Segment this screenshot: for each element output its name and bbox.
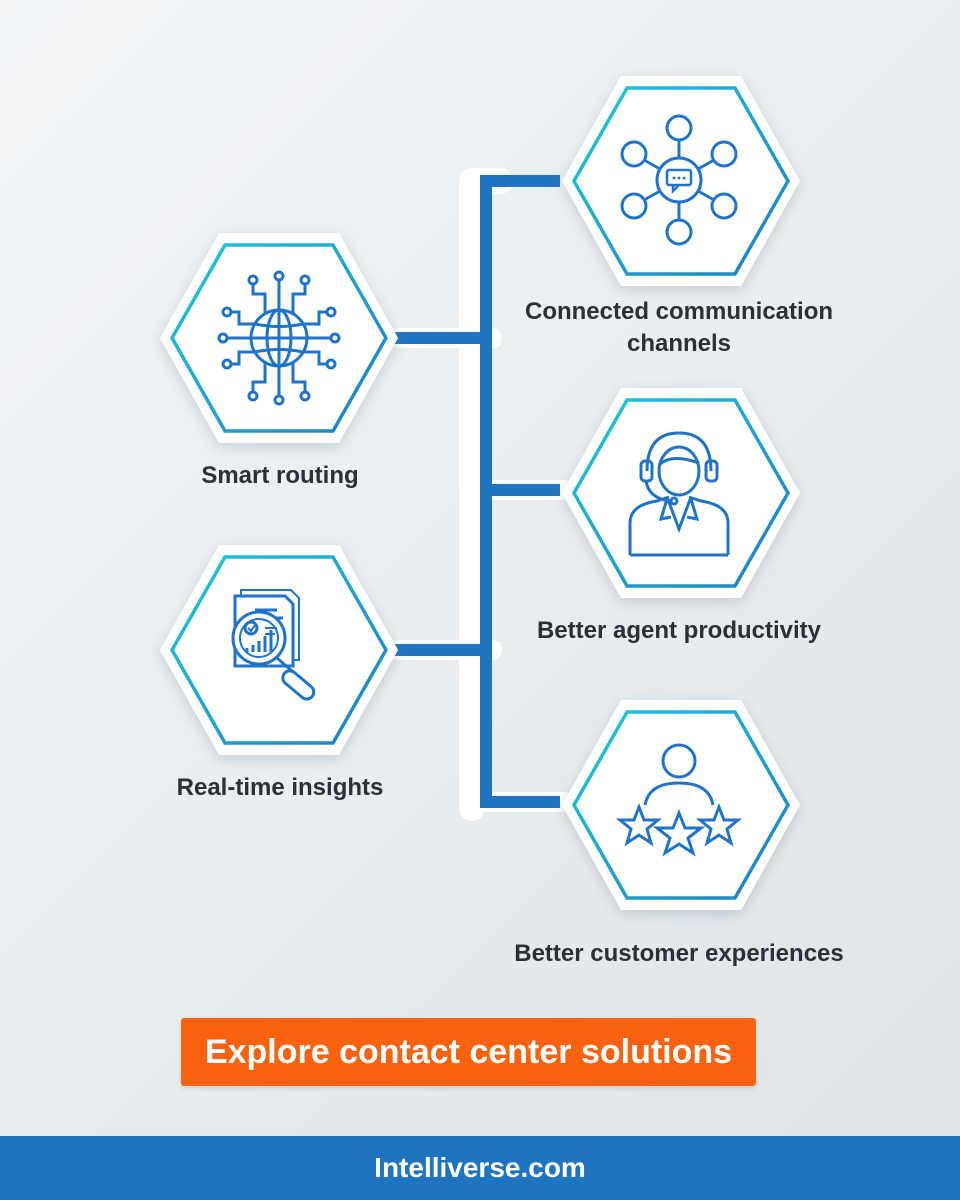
label-customer-experiences: Better customer experiences — [514, 940, 844, 967]
node-customer-experiences — [562, 700, 800, 910]
connector-lines — [390, 168, 575, 821]
footer-bar: Intelliverse.com — [0, 1136, 960, 1200]
chat-hub-network-icon — [620, 114, 738, 246]
report-magnifier-icon — [231, 589, 316, 701]
label-realtime-insights: Real-time insights — [176, 774, 384, 801]
label-smart-routing: Smart routing — [201, 462, 359, 489]
footer-site-link[interactable]: Intelliverse.com — [374, 1152, 586, 1183]
label-agent-productivity: Better agent productivity — [536, 617, 822, 644]
headset-agent-icon — [628, 431, 730, 557]
label-communication-channels-line1: Connected communication — [524, 298, 834, 325]
node-realtime-insights — [160, 545, 398, 755]
node-smart-routing — [160, 233, 398, 443]
globe-network-icon — [217, 270, 341, 406]
node-communication-channels — [562, 76, 800, 286]
explore-solutions-button[interactable]: Explore contact center solutions — [181, 1018, 756, 1086]
label-communication-channels-line2: channels — [626, 330, 732, 357]
user-three-stars-icon — [615, 743, 743, 857]
hexagon-ring — [571, 710, 791, 900]
hexagon-ring — [571, 398, 791, 588]
hexagon-ring — [571, 86, 791, 276]
node-agent-productivity — [562, 388, 800, 598]
